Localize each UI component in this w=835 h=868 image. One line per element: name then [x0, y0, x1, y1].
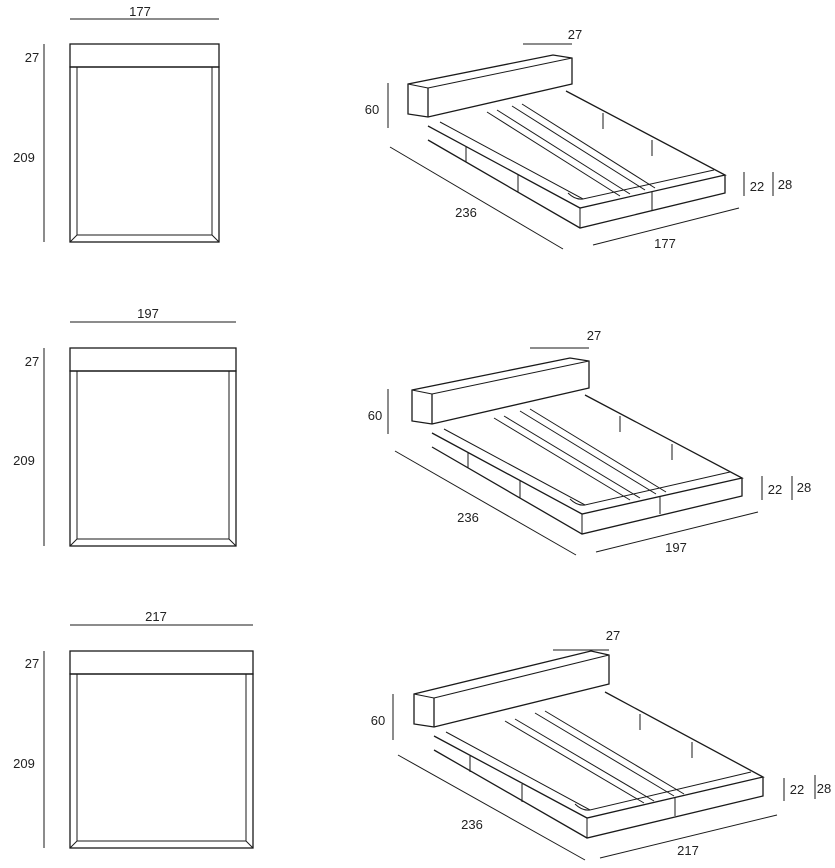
iso-frame-top-rail [427, 90, 727, 209]
iso-total-height-label: 28 [778, 177, 792, 192]
iso-length-label: 236 [457, 510, 479, 525]
iso-width-label: 217 [677, 843, 699, 858]
iso-width-dimension-line [592, 207, 740, 246]
iso-frame-top-rail [433, 691, 765, 819]
iso-depth-label: 27 [606, 628, 620, 643]
plan-headboard-depth-label: 27 [25, 354, 39, 369]
iso-width-dimension-line [595, 511, 759, 553]
plan-width-label: 197 [137, 306, 159, 321]
iso-length-label: 236 [461, 817, 483, 832]
iso-headboard [413, 650, 610, 728]
bed-plan-1: 177 27 209 [13, 4, 220, 243]
plan-headboard-depth-label: 27 [25, 50, 39, 65]
plan-width-label: 217 [145, 609, 167, 624]
iso-width-dimension-line [599, 814, 778, 859]
plan-headboard-depth-label: 27 [25, 656, 39, 671]
bed-iso-3: 27 60 236 217 22 28 [371, 628, 831, 861]
iso-total-height-label: 28 [797, 480, 811, 495]
plan-frame-inner [76, 370, 230, 540]
plan-headboard [69, 347, 237, 372]
iso-headboard [407, 54, 573, 118]
iso-frame-height-label: 22 [790, 782, 804, 797]
iso-height-label: 60 [371, 713, 385, 728]
iso-length-label: 236 [455, 205, 477, 220]
plan-length-label: 209 [13, 453, 35, 468]
plan-frame-outer [69, 66, 220, 243]
iso-slats [493, 408, 667, 501]
plan-frame-outer [69, 673, 254, 849]
plan-width-label: 177 [129, 4, 151, 19]
iso-length-dimension-line [389, 146, 564, 250]
iso-height-label: 60 [368, 408, 382, 423]
iso-slats [504, 710, 685, 804]
iso-slats [486, 103, 656, 197]
plan-headboard [69, 43, 220, 68]
bed-iso-2: 27 60 236 197 22 28 [368, 328, 811, 556]
iso-length-dimension-line [397, 754, 586, 861]
bed-iso-1: 27 60 236 177 22 28 [365, 27, 792, 251]
iso-width-label: 197 [665, 540, 687, 555]
iso-total-height-label: 28 [817, 781, 831, 796]
iso-width-label: 177 [654, 236, 676, 251]
iso-headboard [411, 357, 590, 425]
plan-length-label: 209 [13, 150, 35, 165]
iso-frame-height-label: 22 [750, 179, 764, 194]
iso-depth-label: 27 [587, 328, 601, 343]
plan-headboard [69, 650, 254, 675]
plan-frame-outer [69, 370, 237, 547]
bed-plan-3: 217 27 209 [13, 609, 254, 849]
iso-frame-top-rail [431, 394, 744, 515]
plan-frame-inner [76, 673, 247, 842]
iso-depth-label: 27 [568, 27, 582, 42]
iso-length-dimension-line [394, 450, 577, 556]
bed-plan-2: 197 27 209 [13, 306, 237, 547]
iso-frame-height-label: 22 [768, 482, 782, 497]
iso-height-label: 60 [365, 102, 379, 117]
plan-length-label: 209 [13, 756, 35, 771]
plan-frame-inner [76, 66, 213, 236]
